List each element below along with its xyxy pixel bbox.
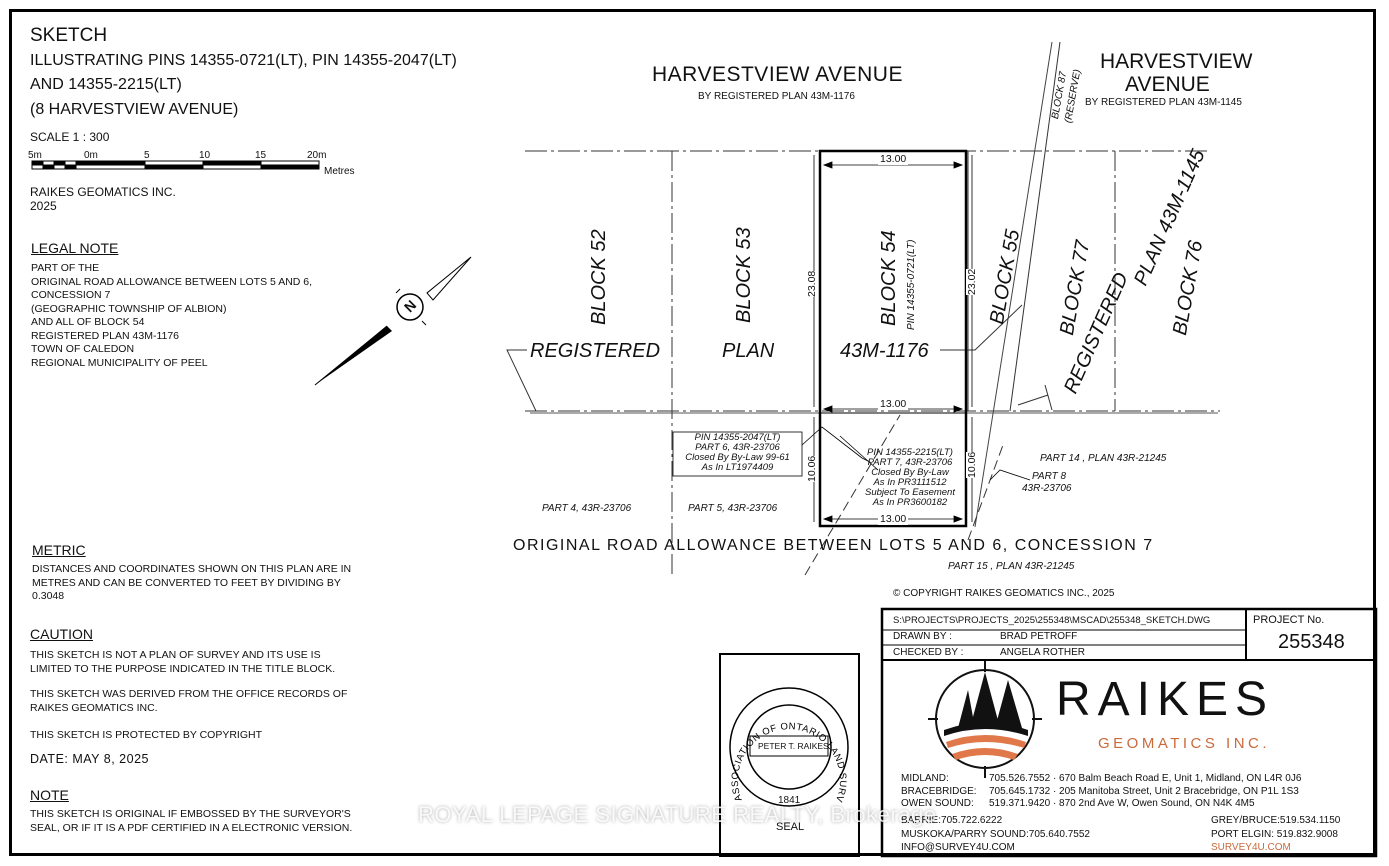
road-allowance-label: ORIGINAL ROAD ALLOWANCE BETWEEN LOTS 5 A… [513,537,1154,554]
seal-label: SEAL [776,821,805,833]
contact-grey-bruce: GREY/BRUCE:519.534.1150 [1211,815,1341,826]
scale-label: SCALE 1 : 300 [30,130,110,144]
logo-name: RAIKES [1056,673,1275,726]
scale-tick-5: 20m [307,150,327,161]
block-54-outline [818,149,968,528]
caution-text-2: THIS SKETCH WAS DERIVED FROM THE OFFICE … [30,688,348,714]
street-harvestview-1145-a: HARVESTVIEW [1100,50,1253,73]
drawing-frame [9,9,1376,856]
caution-text-3: THIS SKETCH IS PROTECTED BY COPYRIGHT [30,729,263,741]
drawn-by-label: DRAWN BY : [893,631,952,642]
sketch-date: DATE: MAY 8, 2025 [30,752,149,766]
block-53-label: BLOCK 53 [733,227,755,323]
caution-heading: CAUTION [30,626,93,642]
project-number: 255348 [1278,631,1345,653]
project-label: PROJECT No. [1253,614,1325,626]
note-text: THIS SKETCH IS ORIGINAL IF EMBOSSED BY T… [30,808,353,834]
drawn-by-value: BRAD PETROFF [1000,631,1078,642]
contact-muskoka: MUSKOKA/PARRY SOUND:705.640.7552 [901,829,1090,840]
legal-note-text: PART OF THE ORIGINAL ROAD ALLOWANCE BETW… [31,262,313,369]
checked-by-value: ANGELA ROTHER [1000,647,1086,658]
brokerage-watermark: ROYAL LEPAGE SIGNATURE REALTY, Brokerage [418,802,937,827]
plan-number-label: 43M-1176 [838,340,931,363]
title-line-1: ILLUSTRATING PINS 14355-0721(LT), PIN 14… [30,52,457,69]
contact-website[interactable]: SURVEY4U.COM [1211,842,1291,853]
block-54-pin: PIN 14355-0721(LT) [906,239,917,330]
dim-top: 13.00 [878,153,909,165]
part-4-label: PART 4, 43R-23706 [542,503,632,514]
plan-label: PLAN [722,340,775,362]
seal-graphic [719,653,860,857]
block-52-label: BLOCK 52 [588,229,610,325]
copyright-notice: © COPYRIGHT RAIKES GEOMATICS INC., 2025 [893,588,1115,599]
pin-2047-box: PIN 14355-2047(LT) PART 6, 43R-23706 Clo… [685,432,790,473]
street-harvestview-1176: HARVESTVIEW AVENUE [652,63,903,86]
caution-text-1: THIS SKETCH IS NOT A PLAN OF SURVEY AND … [30,649,336,675]
dim-right-upper: 23.02 [966,268,978,295]
street-plan-1176: BY REGISTERED PLAN 43M-1176 [698,91,855,102]
scale-tick-4: 15 [255,150,267,161]
logo-tagline: GEOMATICS INC. [1098,735,1271,752]
block-54-label: BLOCK 54 [878,230,900,326]
checked-by-label: CHECKED BY : [893,647,964,658]
dim-bottom: 13.00 [878,513,909,525]
part-5-label: PART 5, 43R-23706 [688,503,778,514]
title-line-3: (8 HARVESTVIEW AVENUE) [30,101,239,118]
note-heading: NOTE [30,787,69,803]
sketch-heading: SKETCH [30,25,108,46]
metric-text: DISTANCES AND COORDINATES SHOWN ON THIS … [32,563,352,602]
raikes-logo [928,661,1042,778]
part-8-plan-label: 43R-23706 [1022,483,1072,494]
company-name: RAIKES GEOMATICS INC. [30,185,176,199]
registered-label: REGISTERED [530,340,661,362]
metric-heading: METRIC [32,542,86,558]
scale-bar [31,160,320,170]
dim-right-lower: 10.06 [966,451,978,478]
street-plan-1145: BY REGISTERED PLAN 43M-1145 [1085,97,1242,108]
title-line-2: AND 14355-2215(LT) [30,76,182,93]
legal-note-heading: LEGAL NOTE [31,240,119,256]
north-arrow [314,256,472,386]
pin-2215-box: PIN 14355-2215(LT) PART 7, 43R-23706 Clo… [865,447,955,508]
street-harvestview-1145-b: AVENUE [1125,73,1210,96]
dim-left-lower: 10.06 [806,455,818,482]
contact-offices: MIDLAND:705.526.7552 · 670 Balm Beach Ro… [901,773,1302,809]
scale-tick-2: 5 [144,150,150,161]
dim-mid: 13.00 [878,398,909,410]
seal-number: 1841 [778,795,801,806]
scale-tick-1: 0m [84,150,98,161]
contact-port-elgin: PORT ELGIN: 519.832.9008 [1211,829,1338,840]
part-8-label: PART 8 [1032,471,1067,482]
scale-tick-3: 10 [199,150,211,161]
dim-left-upper: 23.08 [806,270,818,297]
company-year: 2025 [30,199,57,213]
scale-tick-0: 5m [28,150,42,161]
scale-unit: Metres [324,166,355,177]
part-14-label: PART 14 , PLAN 43R-21245 [1040,453,1167,464]
contact-barrie: BARRIE:705.722.6222 [901,815,1003,826]
seal-surveyor-name: PETER T. RAIKES [758,741,829,751]
title-block [880,607,1378,858]
drawing-path: S:\PROJECTS\PROJECTS_2025\255348\MSCAD\2… [893,615,1211,626]
contact-email[interactable]: INFO@SURVEY4U.COM [901,842,1015,853]
part-15-label: PART 15 , PLAN 43R-21245 [948,561,1075,572]
